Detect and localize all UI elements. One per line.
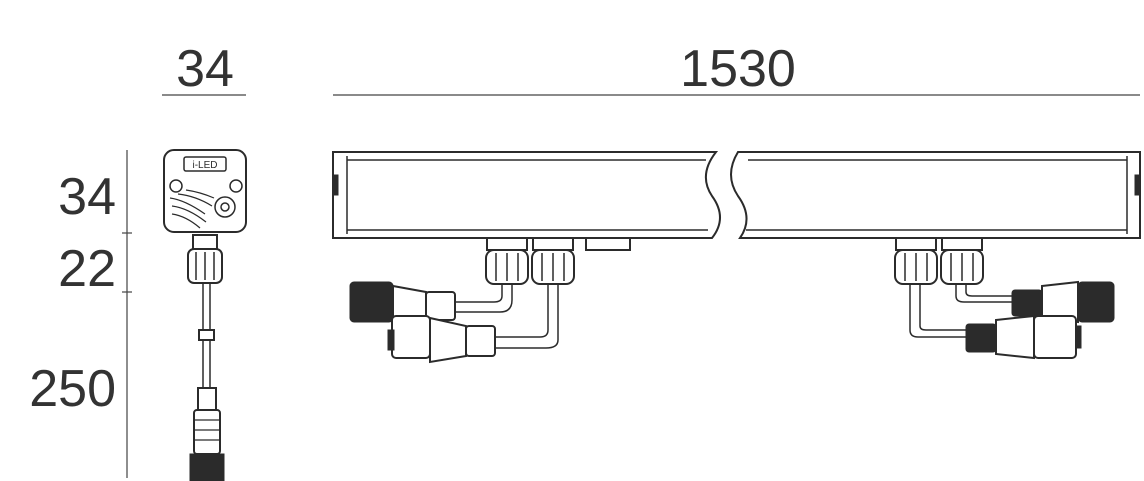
screw-icon xyxy=(229,179,243,193)
cable-outlet-icon xyxy=(214,196,236,218)
end-view: i-LED xyxy=(163,149,247,481)
vertical-dimension-line xyxy=(122,150,132,478)
dim-gland-height: 22 xyxy=(58,240,116,298)
right-cable-glands xyxy=(894,237,1012,338)
end-cap-logo: i-LED xyxy=(192,160,217,171)
dim-profile-width: 34 xyxy=(176,40,234,98)
hatch-pattern xyxy=(169,189,215,229)
connector-lower-right xyxy=(965,314,1082,360)
profile-body-right xyxy=(730,151,1141,239)
profile-body-left xyxy=(332,151,721,239)
dim-profile-height: 34 xyxy=(58,168,116,226)
dim-length: 1530 xyxy=(680,40,796,98)
left-cable-glands xyxy=(455,237,575,349)
cable-gland xyxy=(192,234,218,250)
side-view xyxy=(332,151,1141,364)
connector xyxy=(197,387,217,411)
mounting-clip xyxy=(585,237,631,251)
connector-upper-right xyxy=(1011,280,1115,324)
dim-cable-length: 250 xyxy=(29,360,116,418)
screw-icon xyxy=(169,179,183,193)
end-cap-logo-box xyxy=(183,156,227,172)
connector-lower-left xyxy=(387,315,496,364)
